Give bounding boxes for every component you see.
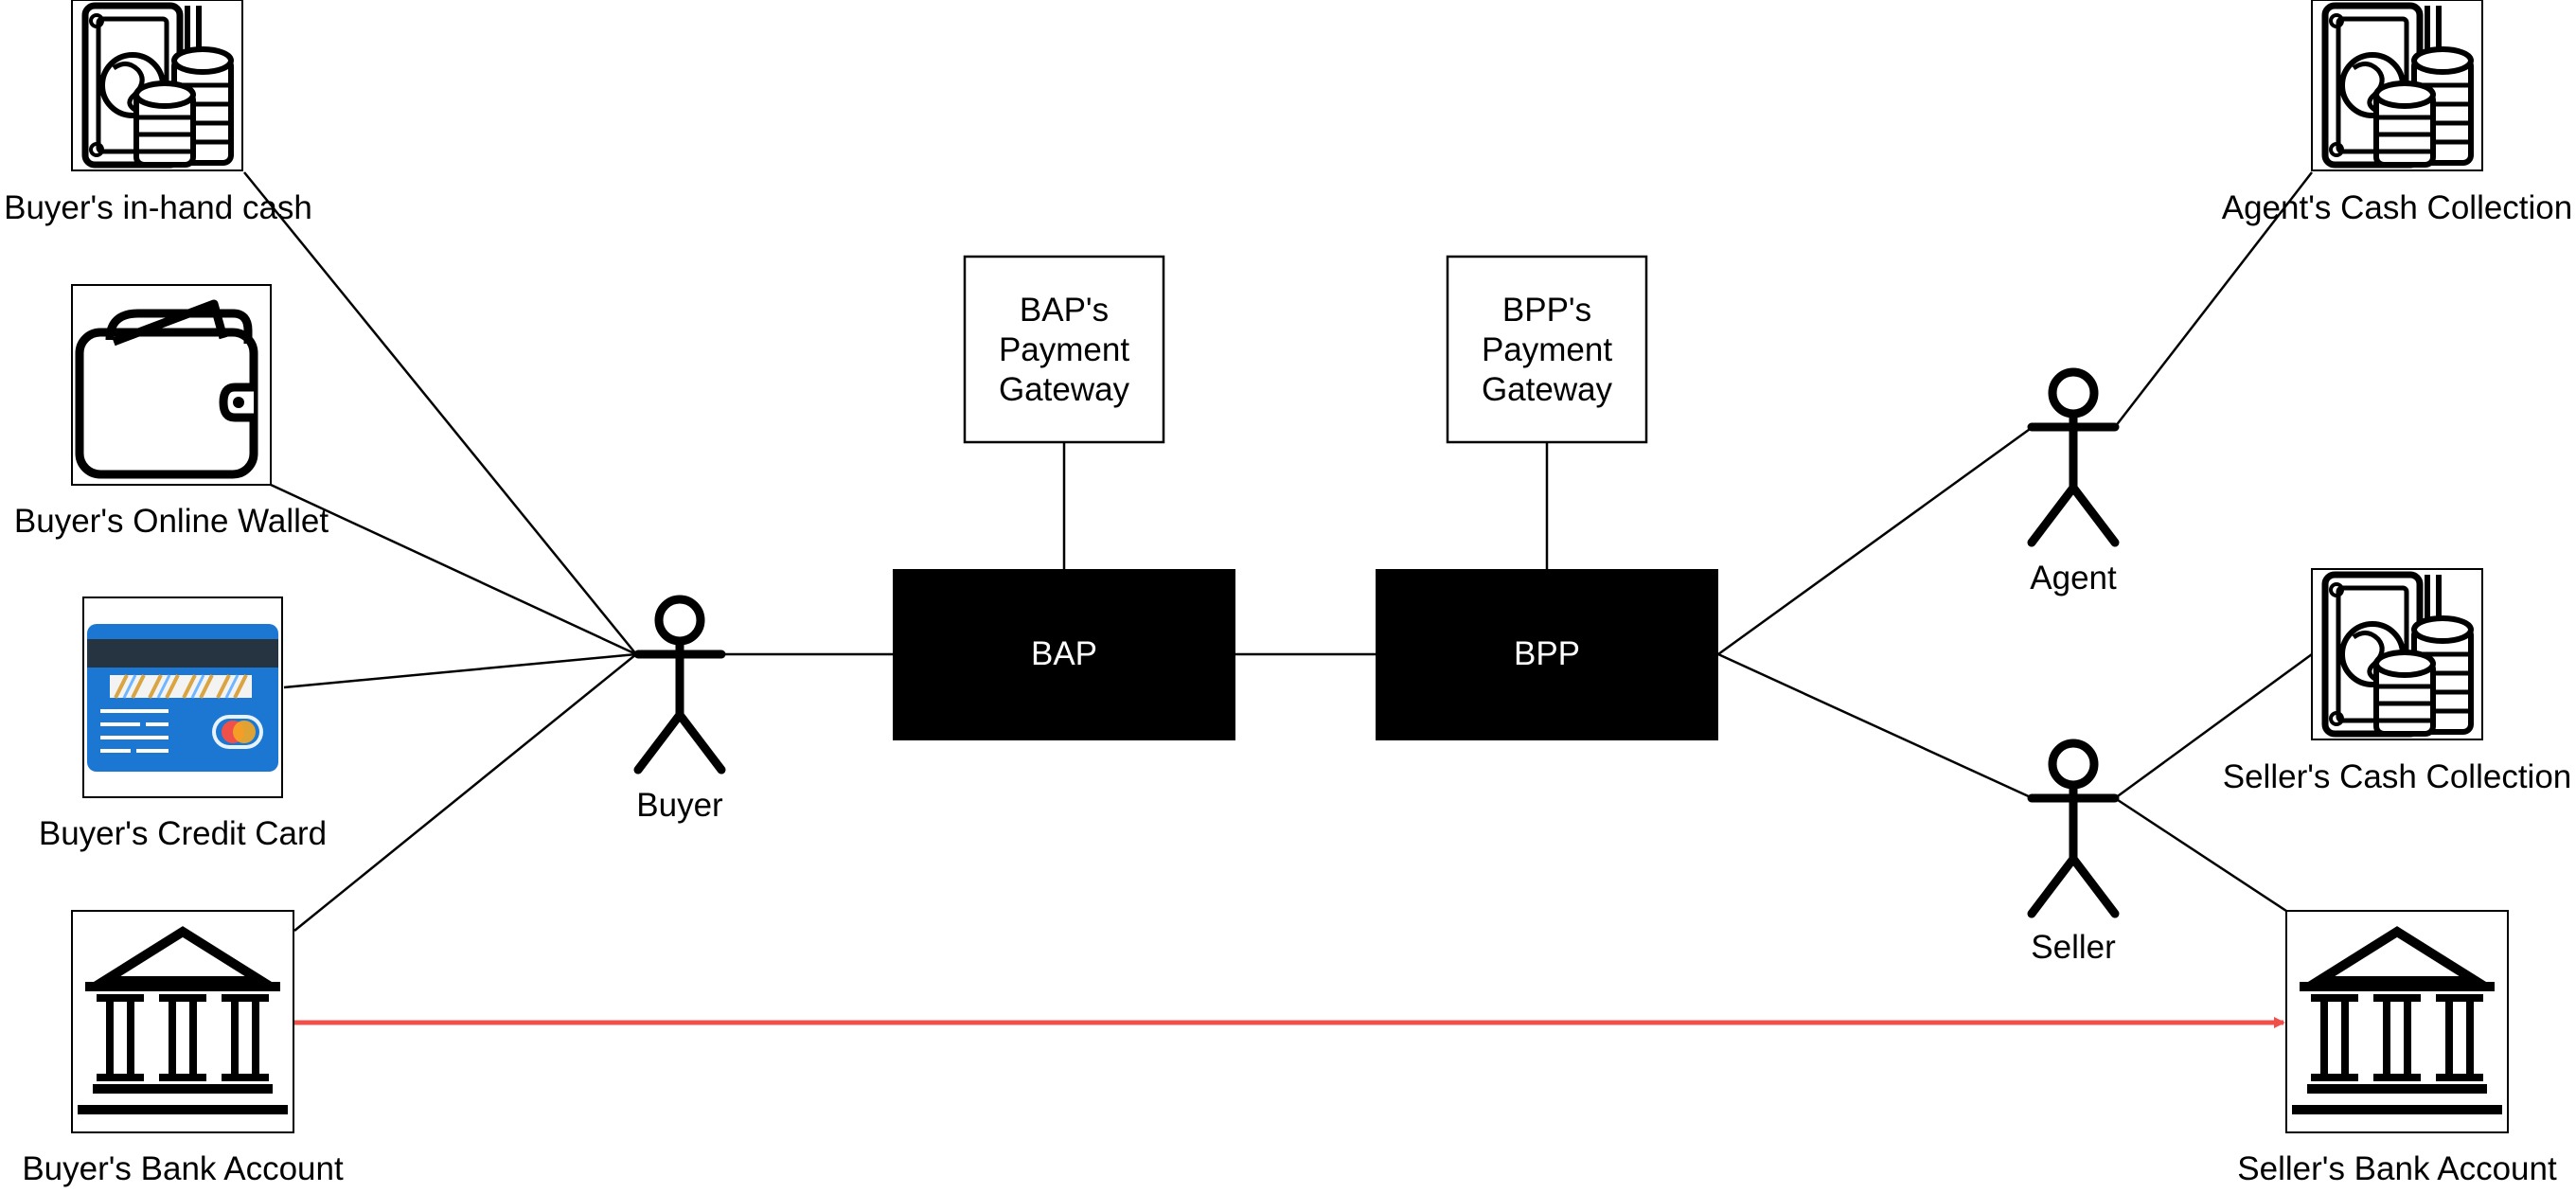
edge-agent-agentcash <box>2114 171 2313 428</box>
agent-cash-label: Agent's Cash Collection <box>2221 189 2573 226</box>
bap-label: BAP <box>1030 635 1098 672</box>
bank-icon <box>2286 911 2508 1132</box>
bpp-label: BPP <box>1513 635 1581 672</box>
edge-cash-buyer <box>243 171 637 655</box>
bpp-node <box>1376 569 1718 740</box>
buyer-wallet-label: Buyer's Online Wallet <box>13 503 329 540</box>
edge-bpp-seller <box>1717 652 2034 800</box>
edge-seller-sellercash <box>2114 652 2313 800</box>
edge-wallet-buyer <box>270 483 637 656</box>
agent-label: Agent <box>2030 560 2117 596</box>
buyer-stick-figure-icon <box>638 599 721 770</box>
credit-card-icon <box>82 596 283 798</box>
bpp-gateway-label: BPP's Payment Gateway <box>1481 292 1613 408</box>
wallet-icon <box>71 284 272 486</box>
buyer-label: Buyer <box>636 787 723 824</box>
agent-stick-figure-icon <box>2032 372 2115 543</box>
cash-icon <box>2312 569 2482 739</box>
bpp-gateway-box <box>1446 255 1648 444</box>
edge-bank-buyer <box>293 653 637 932</box>
edge-bpp-agent <box>1717 425 2034 656</box>
seller-label: Seller <box>2031 929 2116 966</box>
seller-stick-figure-icon <box>2032 743 2115 914</box>
buyer-card-label: Buyer's Credit Card <box>38 815 328 852</box>
buyer-bank-label: Buyer's Bank Account <box>22 1150 344 1187</box>
connector-lines <box>243 171 2313 932</box>
edge-card-buyer <box>283 652 637 689</box>
edge-seller-sellerbank <box>2114 796 2287 913</box>
bank-icon <box>72 911 293 1132</box>
cash-icon <box>2312 0 2482 170</box>
cash-icon <box>72 0 242 170</box>
bap-node <box>893 569 1235 740</box>
bap-gateway-box <box>963 255 1165 444</box>
seller-bank-label: Seller's Bank Account <box>2237 1150 2557 1187</box>
bap-gateway-label: BAP's Payment Gateway <box>998 292 1130 408</box>
seller-cash-label: Seller's Cash Collection <box>2222 758 2572 795</box>
buyer-cash-label: Buyer's in-hand cash <box>4 189 312 226</box>
